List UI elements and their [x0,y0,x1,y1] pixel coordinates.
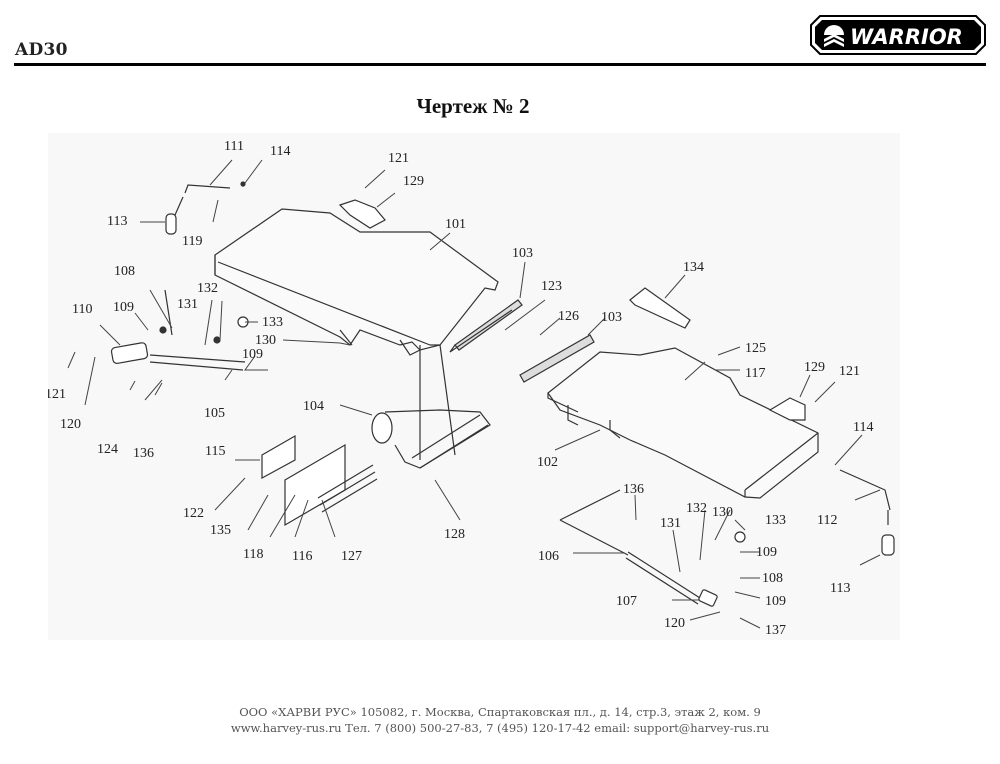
callout-106: 106 [538,549,559,564]
callout-111: 111 [224,139,244,154]
callout-109: 109 [756,545,777,560]
callout-136: 136 [133,446,154,461]
callout-121: 121 [839,364,860,379]
callout-121: 121 [48,387,66,402]
callout-109: 109 [242,347,263,362]
leader-lines [67,159,881,629]
callout-127: 127 [341,549,362,564]
left-rod-assembly [110,289,249,371]
callout-137: 137 [765,623,786,638]
callout-120: 120 [664,616,685,631]
callout-102: 102 [537,455,558,470]
callout-123: 123 [541,279,562,294]
handle-112 [839,469,895,556]
callout-108: 108 [114,264,135,279]
callout-129: 129 [804,360,825,375]
callout-124: 124 [97,442,118,457]
header-rule [14,63,986,66]
page-title: Чертеж № 2 [416,94,530,118]
callout-108: 108 [762,571,783,586]
hinge-bracket-129 [338,199,806,421]
callout-133: 133 [765,513,786,528]
callout-136: 136 [623,482,644,497]
callout-104: 104 [303,399,324,414]
outfeed-table-102 [547,347,819,499]
callout-131: 131 [660,516,681,531]
callout-103: 103 [512,246,533,261]
company-footer: ООО «ХАРВИ РУС» 105082, г. Москва, Спарт… [0,704,1000,736]
footer-address: ООО «ХАРВИ РУС» 105082, г. Москва, Спарт… [239,705,761,719]
callout-114: 114 [270,144,290,159]
knife-strip-103 [449,299,595,383]
callout-110: 110 [72,302,92,317]
handle-111 [165,181,246,235]
callout-116: 116 [292,549,312,564]
callout-107: 107 [616,594,637,609]
callout-130: 130 [712,505,733,520]
callout-133: 133 [262,315,283,330]
dust-chute-104 [371,344,491,469]
callout-128: 128 [444,527,465,542]
callout-122: 122 [183,506,204,521]
callout-113: 113 [107,214,127,229]
callout-130: 130 [255,333,276,348]
callout-129: 129 [403,174,424,189]
callout-118: 118 [243,547,263,562]
callout-115: 115 [205,444,225,459]
warrior-logo: WARRIOR [810,15,986,55]
callout-109: 109 [765,594,786,609]
callout-131: 131 [177,297,198,312]
guard-134 [629,287,691,329]
callout-109: 109 [113,300,134,315]
callout-117: 117 [745,366,765,381]
callout-125: 125 [745,341,766,356]
callout-101: 101 [445,217,466,232]
callout-113: 113 [830,581,850,596]
callout-126: 126 [558,309,579,324]
chevron-emblem-icon [824,25,844,47]
callout-121: 121 [388,151,409,166]
brand-logo-text: WARRIOR [850,25,963,49]
callout-132: 132 [197,281,218,296]
callout-112: 112 [817,513,837,528]
bracket-assembly [261,434,378,527]
callout-114: 114 [853,420,873,435]
callout-105: 105 [204,406,225,421]
callout-132: 132 [686,501,707,516]
callout-103: 103 [601,310,622,325]
callout-120: 120 [60,417,81,432]
right-rod-assembly [559,489,746,607]
callout-135: 135 [210,523,231,538]
model-code: AD30 [15,40,68,60]
exploded-parts-drawing: 111 114 113 119 121 129 101 108 110 109 … [48,133,900,640]
callout-134: 134 [683,260,704,275]
footer-contacts: www.harvey-rus.ru Тел. 7 (800) 500-27-83… [230,721,770,735]
callout-119: 119 [182,234,202,249]
